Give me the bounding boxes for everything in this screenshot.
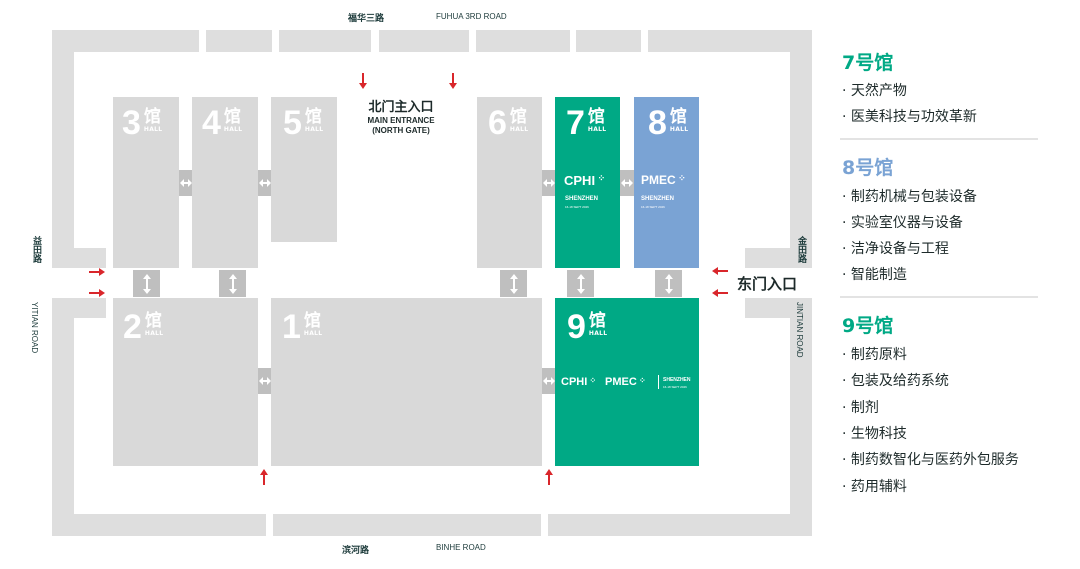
sparkle-icon: ⁘	[636, 376, 646, 385]
north-wall-segment	[648, 30, 812, 52]
legend-item: · 制药数智化与医药外包服务	[842, 452, 1019, 468]
north-wall-segment	[476, 30, 570, 52]
legend-item: · 制药机械与包装设备	[842, 189, 977, 205]
north-road-en: FUHUA 3RD ROAD	[436, 12, 507, 21]
legend-item: · 制剂	[842, 400, 879, 416]
double-arrow-horizontal-icon	[258, 179, 271, 187]
vertical-connector	[655, 270, 682, 297]
entrance-arrow-down-icon	[359, 73, 367, 89]
legend-hall-7-title: 7号馆	[842, 52, 894, 74]
sparkle-icon: ⁘	[595, 173, 606, 183]
double-arrow-horizontal-icon	[621, 179, 633, 187]
double-arrow-vertical-icon	[664, 273, 673, 294]
south-road-zh: 滨河路	[342, 546, 370, 556]
double-arrow-horizontal-icon	[542, 179, 555, 187]
north-entrance-label-zh: 北门主入口	[368, 100, 434, 115]
cphi-logo: CPHI ⁘	[564, 173, 606, 188]
south-wall-segment	[548, 514, 812, 536]
legend-item: · 天然产物	[842, 83, 907, 99]
horizontal-connector	[179, 170, 192, 196]
double-arrow-vertical-icon	[228, 273, 237, 294]
legend-divider	[840, 296, 1038, 298]
pmec-logo: PMEC ⁘	[641, 173, 686, 187]
entrance-arrow-left-icon	[712, 267, 728, 275]
south-road-en: BINHE ROAD	[436, 543, 486, 552]
horizontal-connector	[258, 368, 271, 394]
east-road-zh: 金田路	[796, 236, 806, 263]
east-entrance-label: 东门入口	[737, 275, 798, 293]
north-wall-segment	[279, 30, 371, 52]
north-entrance-label-en: MAIN ENTRANCE	[367, 116, 435, 125]
east-wall-upper-ledge	[745, 248, 812, 268]
legend-item: · 生物科技	[842, 426, 907, 442]
east-road-en: JINTIAN ROAD	[795, 302, 804, 358]
horizontal-connector	[620, 170, 634, 196]
north-wall-segment	[52, 30, 199, 52]
legend-item: · 药用辅料	[842, 479, 907, 495]
horizontal-connector	[542, 170, 555, 196]
sparkle-icon: ⁘	[587, 376, 597, 385]
south-wall-segment	[273, 514, 541, 536]
west-wall-lower	[52, 298, 74, 536]
south-wall-segment	[52, 514, 266, 536]
north-road-zh: 福华三路	[348, 14, 385, 24]
entrance-arrow-up-icon	[545, 469, 553, 485]
legend-item: · 实验室仪器与设备	[842, 215, 963, 231]
horizontal-connector	[258, 170, 271, 196]
logo-divider	[658, 375, 659, 389]
west-road-en: YITIAN ROAD	[30, 302, 39, 354]
double-arrow-horizontal-icon	[179, 179, 192, 187]
west-road-zh: 益田路	[31, 236, 41, 263]
entrance-arrow-left-icon	[712, 289, 728, 297]
double-arrow-vertical-icon	[576, 273, 585, 294]
entrance-arrow-down-icon	[449, 73, 457, 89]
west-wall-upper	[52, 30, 74, 248]
east-wall-lower	[790, 298, 812, 536]
double-arrow-horizontal-icon	[258, 377, 271, 385]
vertical-connector	[500, 270, 527, 297]
sparkle-icon: ⁘	[675, 173, 686, 183]
north-wall-segment	[206, 30, 272, 52]
vertical-connector	[567, 270, 594, 297]
legend-item: · 洁净设备与工程	[842, 241, 949, 257]
shenzhen-label: SHENZHEN	[663, 377, 691, 383]
east-wall-upper	[790, 30, 812, 248]
event-dates: 16-18 SEPT 2026	[565, 205, 589, 209]
double-arrow-vertical-icon	[142, 273, 151, 294]
shenzhen-label: SHENZHEN	[641, 196, 675, 202]
horizontal-connector	[542, 368, 555, 394]
cphi-logo: CPHI ⁘	[561, 376, 597, 388]
legend-divider	[840, 138, 1038, 140]
legend-hall-9-title: 9号馆	[842, 315, 894, 337]
legend-item: · 智能制造	[842, 267, 907, 283]
legend-item: · 医美科技与功效革新	[842, 109, 977, 125]
entrance-arrow-up-icon	[260, 469, 268, 485]
vertical-connector	[219, 270, 246, 297]
west-wall-upper-ledge	[52, 248, 106, 268]
legend-hall-8-title: 8号馆	[842, 157, 894, 179]
legend-item: · 制药原料	[842, 347, 907, 363]
north-entrance-label-en-2: (NORTH GATE)	[372, 126, 430, 135]
shenzhen-label: SHENZHEN	[565, 196, 599, 202]
event-dates: 16-18 SEPT 2026	[663, 385, 687, 389]
vertical-connector	[133, 270, 160, 297]
entrance-arrow-right-icon	[89, 289, 105, 297]
double-arrow-vertical-icon	[509, 273, 518, 294]
legend-item: · 包装及给药系统	[842, 373, 949, 389]
event-dates: 16-18 SEPT 2026	[641, 205, 665, 209]
north-wall-segment	[576, 30, 641, 52]
double-arrow-horizontal-icon	[542, 377, 555, 385]
north-wall-segment	[379, 30, 469, 52]
entrance-arrow-right-icon	[89, 268, 105, 276]
pmec-logo: PMEC ⁘	[605, 376, 646, 388]
